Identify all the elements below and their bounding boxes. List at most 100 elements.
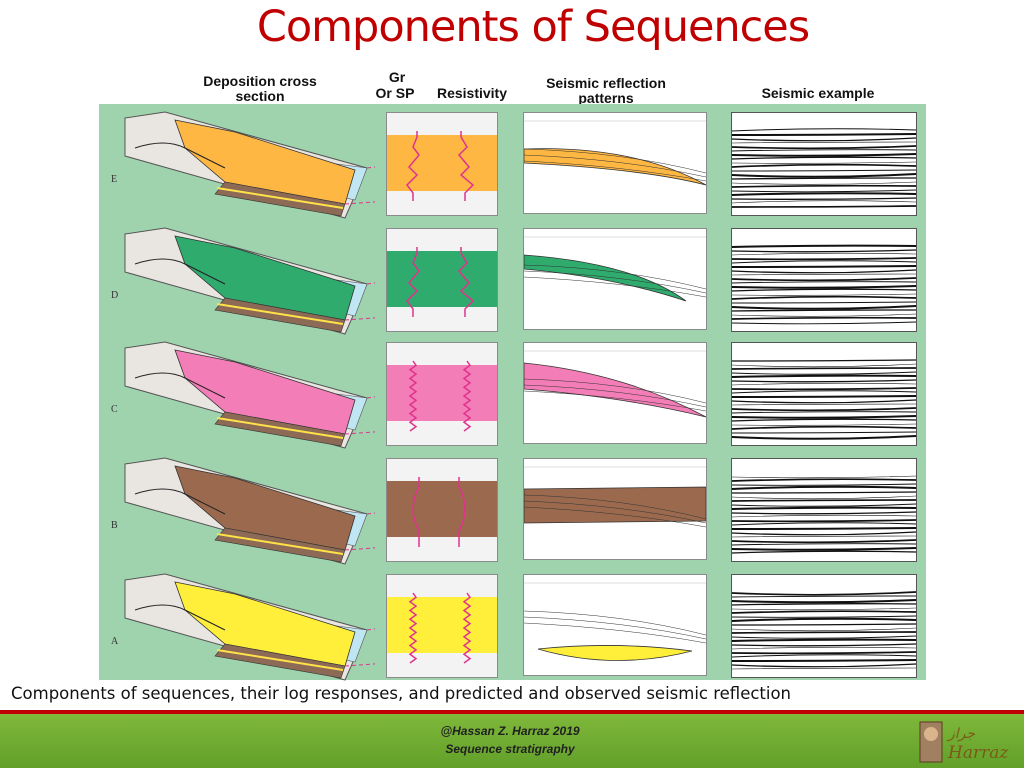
seismic-reflector: [732, 539, 916, 544]
tie-lines: [344, 512, 375, 551]
resistivity-log-trace: [462, 592, 472, 664]
block-diagram: [124, 457, 375, 565]
header-resistivity: Resistivity: [436, 85, 508, 101]
row-label: A: [111, 636, 119, 647]
tie-lines: [344, 282, 375, 321]
reflection-line: [524, 378, 706, 404]
seismic-reflector: [732, 395, 916, 398]
log-response-panel: [386, 458, 498, 562]
seismic-reflector: [732, 423, 916, 426]
gr-log-trace: [408, 360, 418, 432]
seismic-reflector: [732, 411, 916, 414]
channel-line: [134, 258, 226, 285]
seismic-reflector: [732, 163, 916, 168]
seismic-reflector: [732, 615, 916, 618]
seismic-reflector: [732, 667, 916, 670]
seismic-reflector: [732, 149, 916, 152]
seismic-example-graphic: [732, 459, 916, 554]
seismic-reflector: [732, 651, 916, 655]
header-seismic-example: Seismic example: [761, 85, 875, 101]
seismic-reflector: [732, 531, 916, 536]
log-response-panel: [386, 112, 498, 216]
gr-log-trace: [406, 247, 420, 317]
seismic-top-margin: [732, 575, 916, 591]
reflection-body: [537, 645, 693, 661]
seismic-reflector: [732, 177, 916, 180]
seismic-reflector: [732, 141, 916, 144]
yellow-bed: [216, 533, 344, 555]
channel-line: [134, 604, 226, 631]
block-diagram: [124, 341, 375, 449]
seismic-reflector: [732, 643, 916, 647]
seismic-reflector: [732, 399, 916, 404]
seismic-reflector: [732, 295, 916, 300]
seismic-reflector: [732, 610, 916, 614]
seismic-reflector: [732, 663, 916, 668]
harraz-logo: جراز Harraz: [918, 718, 1018, 766]
seismic-reflector: [732, 309, 916, 312]
row-label: C: [111, 404, 118, 415]
seismic-reflector: [732, 252, 916, 256]
log-facies-band: [387, 481, 497, 537]
tie-lines: [344, 396, 375, 435]
yellow-bed: [216, 417, 344, 439]
seismic-reflector: [732, 591, 916, 596]
logo-portrait-face: [924, 727, 938, 741]
seismic-reflector: [732, 503, 916, 507]
row-label: B: [111, 520, 118, 531]
seismic-reflector: [732, 506, 916, 510]
reflection-body: [524, 362, 706, 418]
seismic-reflector: [732, 260, 916, 264]
reflection-line: [524, 616, 706, 640]
log-response-graphic: [387, 131, 497, 201]
seismic-reflector: [732, 599, 916, 604]
seismic-reflector: [732, 249, 916, 253]
footer-rule: [0, 710, 1024, 714]
seismic-reflector: [732, 407, 916, 412]
seismic-reflector: [732, 156, 916, 160]
resistivity-log-trace: [457, 247, 475, 317]
header-seismic-patterns: Seismic reflection patterns: [546, 75, 666, 106]
seismic-reflector: [732, 415, 916, 419]
channel-line: [134, 372, 226, 399]
reflection-line: [524, 270, 706, 294]
sequence-row: B: [99, 457, 926, 565]
seismic-reflector: [732, 514, 916, 518]
seismic-reflector: [732, 617, 916, 622]
header-gr: Gr: [388, 69, 406, 85]
seismic-example-graphic: [732, 113, 916, 208]
seismic-reflector: [732, 379, 916, 383]
seismic-reflector: [732, 316, 916, 320]
row-label: E: [111, 174, 118, 185]
log-response-graphic: [387, 247, 497, 317]
seismic-reflector: [732, 128, 916, 132]
seismic-reflector: [732, 595, 916, 598]
reflection-line: [524, 264, 706, 290]
reflection-line: [524, 500, 706, 524]
seismic-reflector: [732, 522, 916, 526]
seismic-reflector: [732, 519, 916, 523]
seismic-reflector: [732, 285, 916, 289]
logo-script-top: جراز: [946, 726, 975, 742]
log-facies-band: [387, 251, 497, 307]
log-facies-band: [387, 365, 497, 421]
seismic-example-graphic: [732, 229, 916, 325]
seismic-reflector: [732, 173, 916, 178]
seismic-reflector: [732, 371, 916, 375]
block-diagram: [124, 111, 375, 219]
seismic-top-margin: [732, 229, 916, 245]
slide-title: Components of Sequences: [256, 2, 810, 52]
seismic-reflector: [732, 359, 916, 362]
seismic-reflector: [732, 305, 916, 310]
gr-log-trace: [406, 131, 420, 201]
seismic-reflector: [732, 511, 916, 515]
seismic-reflector: [732, 257, 916, 261]
seismic-reflector: [732, 547, 916, 551]
log-response-panel: [386, 574, 498, 678]
seismic-reflector: [732, 145, 916, 150]
reflection-line: [524, 506, 706, 528]
seismic-reflector: [732, 435, 916, 440]
block-diagram: [124, 573, 375, 681]
seismic-reflector: [732, 635, 916, 639]
